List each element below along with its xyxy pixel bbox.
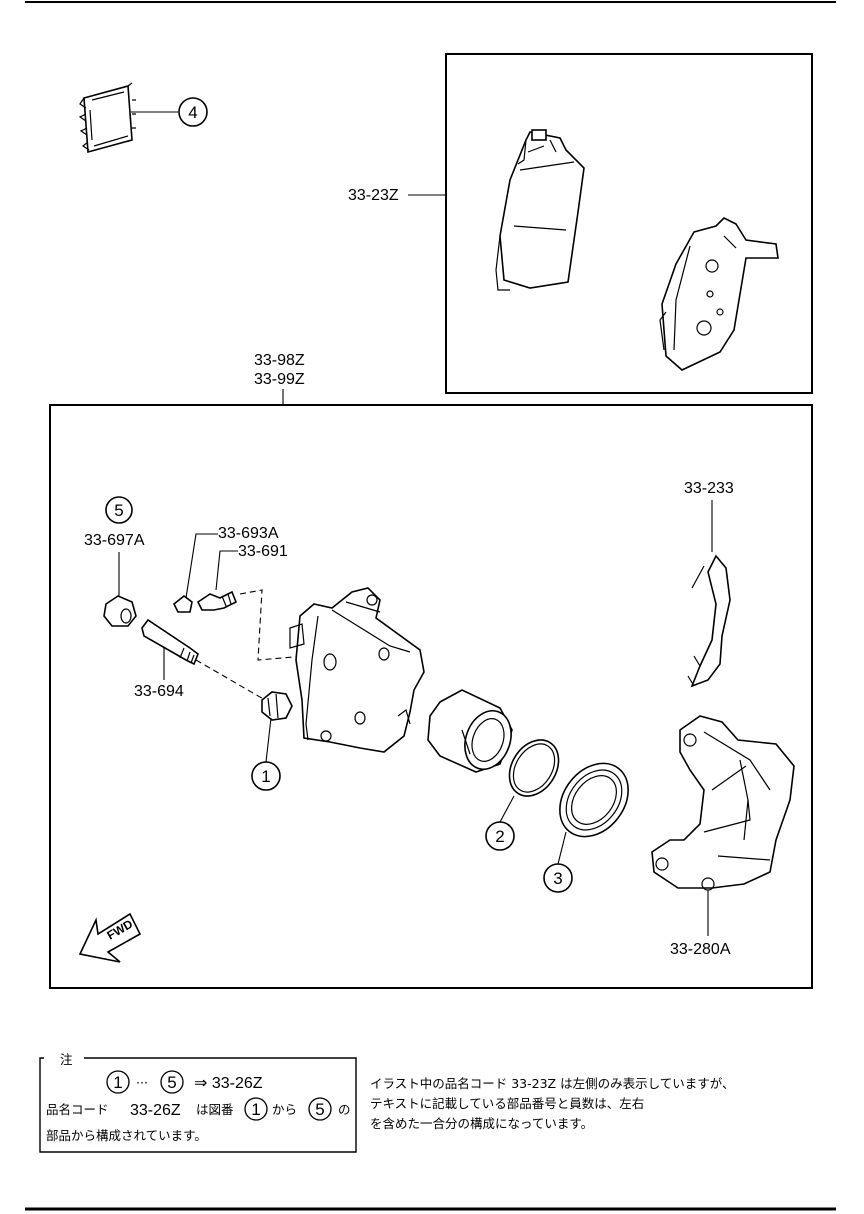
callout-4: 4 [178, 97, 208, 127]
note-title: 注 [60, 1052, 73, 1067]
label-caliper-2: 33-99Z [254, 371, 305, 388]
label-spring-clip: 33-233 [684, 480, 734, 497]
svg-text:···: ··· [136, 1075, 148, 1090]
label-caliper-1: 33-98Z [254, 352, 305, 369]
bleeder-screw[interactable] [196, 590, 238, 611]
leader-3 [557, 831, 567, 865]
piston-seal-part-2[interactable] [499, 731, 568, 805]
caliper-kit-frame [49, 404, 813, 989]
svg-text:33-26Z: 33-26Z [130, 1102, 181, 1119]
svg-text:は図番: は図番 [196, 1102, 234, 1117]
svg-text:テキストに記載している部品番号と員数は、左右: テキストに記載している部品番号と員数は、左右 [370, 1096, 644, 1111]
svg-text:⇒ 33-26Z: ⇒ 33-26Z [194, 1075, 263, 1092]
leader-1 [265, 717, 272, 763]
svg-text:部品から構成されています。: 部品から構成されています。 [46, 1128, 207, 1143]
guide-pin-path [195, 659, 273, 705]
shim-part-4[interactable] [78, 82, 136, 154]
callout-5: 5 [105, 496, 133, 524]
svg-text:1: 1 [261, 767, 270, 786]
caliper-mounting-bracket[interactable] [651, 715, 795, 891]
svg-text:品名コード: 品名コード [46, 1102, 109, 1117]
svg-text:を含めた一合分の構成になっています。: を含めた一合分の構成になっています。 [370, 1116, 593, 1131]
svg-text:5: 5 [315, 1100, 324, 1119]
svg-text:2: 2 [495, 827, 504, 846]
caliper-piston[interactable] [427, 689, 519, 776]
svg-text:3: 3 [553, 869, 562, 888]
plug-part-1[interactable] [261, 691, 293, 721]
svg-text:5: 5 [114, 501, 123, 520]
label-pads: 33-23Z [348, 187, 399, 204]
bleeder-path [239, 589, 307, 661]
callout-1: 1 [251, 761, 281, 791]
dust-boot-part-5[interactable] [103, 595, 137, 627]
svg-text:1: 1 [251, 1100, 260, 1119]
callout-3: 3 [543, 863, 573, 893]
svg-text:4: 4 [188, 103, 197, 122]
callout-2: 2 [485, 821, 515, 851]
bleeder-cap[interactable] [172, 594, 193, 613]
label-bleeder-cap: 33-693A [218, 525, 279, 542]
brake-pad-front[interactable] [495, 129, 585, 291]
svg-text:イラスト中の品名コード 33-23Z は左側のみ表示していま: イラスト中の品名コード 33-23Z は左側のみ表示していますが、 [370, 1076, 734, 1091]
dust-boot-part-3[interactable] [546, 750, 643, 850]
svg-text:から: から [272, 1102, 297, 1117]
brake-pad-rear[interactable] [659, 217, 779, 371]
leader-2 [499, 795, 515, 823]
leader-bleeder-screw [215, 550, 238, 591]
svg-text:5: 5 [167, 1073, 176, 1092]
remark-text: イラスト中の品名コード 33-23Z は左側のみ表示していますが、 テキストに記… [370, 1076, 734, 1131]
forward-direction-arrow: FWD [78, 912, 142, 963]
pad-kit-frame [445, 53, 813, 394]
label-bracket: 33-280A [670, 941, 731, 958]
svg-text:1: 1 [113, 1073, 122, 1092]
spring-clip[interactable] [687, 554, 731, 688]
svg-text:の: の [338, 1102, 351, 1117]
guide-pin[interactable] [141, 618, 199, 666]
label-bleeder-screw: 33-691 [238, 543, 288, 560]
caliper-body[interactable] [289, 587, 425, 753]
label-dust-boot-cap: 33-697A [84, 532, 145, 549]
note-box: 注 1 ··· 5 ⇒ 33-26Z 品名コード 33-26Z は図番 1 から… [39, 1052, 357, 1153]
label-guide-pin: 33-694 [134, 683, 184, 700]
leader-bleeder-cap [185, 533, 218, 599]
